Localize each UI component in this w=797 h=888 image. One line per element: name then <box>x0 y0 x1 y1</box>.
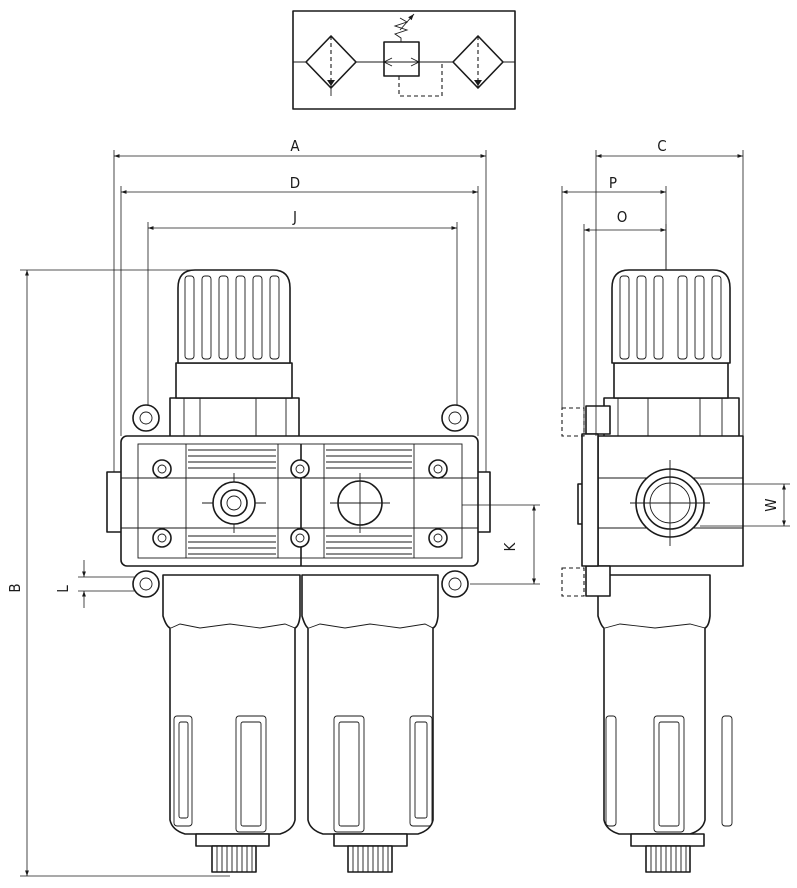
left-bowl <box>162 574 301 873</box>
body-screw-set <box>152 459 448 548</box>
drain-ring <box>333 833 408 847</box>
symbol-frame <box>292 10 516 110</box>
side-view <box>561 150 790 873</box>
dimension-labels: A D J C P O B L K W <box>6 137 780 593</box>
label-P: P <box>609 174 617 192</box>
label-J: J <box>292 208 297 226</box>
spring-icon <box>393 17 409 42</box>
label-O: O <box>617 208 628 226</box>
drain-ring <box>195 833 270 847</box>
lubricator-symbol <box>452 35 504 89</box>
label-C: C <box>657 137 666 155</box>
right-bowl <box>301 574 439 873</box>
label-W: W <box>762 498 780 511</box>
bowl-guard-slot <box>235 715 267 833</box>
side-body <box>561 405 744 597</box>
side-dimensions <box>561 150 790 527</box>
front-body <box>106 404 491 598</box>
side-drain-knob <box>645 845 691 873</box>
oil-port <box>330 473 390 533</box>
adjust-arrow-icon <box>399 13 415 31</box>
bowl-guard-slot <box>409 715 433 827</box>
bracket-bottom <box>585 565 611 597</box>
mount-hole-top <box>561 407 585 437</box>
mount-hole-bottom <box>561 567 585 597</box>
pneumatic-symbol-box <box>292 10 516 110</box>
side-mount-plate <box>581 433 599 567</box>
label-B: B <box>6 583 24 592</box>
mounting-lugs <box>132 404 469 598</box>
label-L: L <box>54 585 72 593</box>
bowl-guard-slot <box>173 715 193 827</box>
pressure-regulator-symbol <box>382 13 443 97</box>
gauge-port <box>202 473 266 533</box>
front-view <box>20 150 540 877</box>
label-D: D <box>290 174 300 192</box>
body-grip-lines <box>188 449 412 555</box>
label-A: A <box>290 137 300 155</box>
side-regulator-knob <box>603 269 740 439</box>
bonnet-nut <box>169 397 300 439</box>
drain-knob <box>347 845 393 873</box>
knob-grip-ribs <box>184 275 280 360</box>
bracket-top <box>585 405 611 435</box>
knob-collar <box>175 362 293 399</box>
front-dimensions <box>20 150 540 877</box>
drain-knob <box>211 845 257 873</box>
side-bowl <box>597 574 733 873</box>
bowl-guard-slot <box>333 715 365 833</box>
pilot-line <box>398 62 443 97</box>
label-K: K <box>501 541 519 551</box>
side-port-left <box>106 471 123 533</box>
filter-symbol <box>305 35 357 96</box>
regulator-knob <box>169 269 300 439</box>
